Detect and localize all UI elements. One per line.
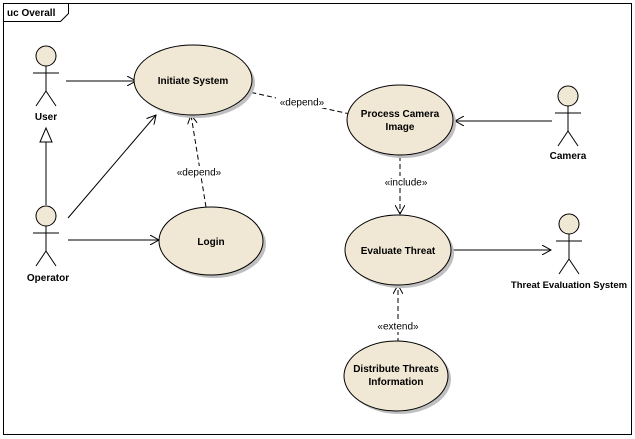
usecase-distribute-label-line1: Distribute Threats	[353, 364, 439, 375]
usecase-process-label-line2: Image	[386, 122, 415, 133]
diagram-frame	[3, 3, 632, 435]
assoc-operator-initiate	[67, 115, 156, 219]
depend-left-label-bg	[173, 166, 225, 178]
frame-title: uc Overall	[7, 8, 56, 19]
usecase-login[interactable]: Login	[158, 206, 266, 278]
actor-user-head	[35, 45, 57, 67]
dependency-login-initiate	[191, 115, 207, 208]
usecase-process-label-line1: Process Camera	[361, 109, 440, 120]
include-label: «include»	[385, 178, 428, 189]
depend-top-label: «depend»	[280, 98, 325, 109]
usecase-initiate-system-label: Initiate System	[158, 76, 229, 87]
actor-user-label: User	[35, 112, 57, 123]
usecase-initiate-system[interactable]: Initiate System	[133, 44, 255, 118]
generalization-arrowhead	[39, 126, 53, 143]
include-label-bg	[381, 176, 431, 188]
actor-tes-head	[558, 213, 580, 235]
usecase-login-label: Login	[197, 237, 224, 248]
usecase-distribute-label-line2: Information	[369, 377, 424, 388]
actor-camera-head	[557, 85, 579, 107]
actor-user[interactable]: User	[33, 45, 59, 123]
actor-tes-label: Threat Evaluation System	[511, 280, 627, 291]
extend-label: «extend»	[377, 322, 419, 333]
usecase-process-camera-image[interactable]: Process Camera Image	[346, 84, 456, 158]
actor-camera[interactable]: Camera	[550, 85, 587, 162]
depend-left-label: «depend»	[177, 168, 222, 179]
extend-label-bg	[374, 320, 422, 332]
actor-threat-evaluation-system[interactable]: Threat Evaluation System	[511, 213, 627, 291]
usecase-distribute-threats[interactable]: Distribute Threats Information	[343, 340, 451, 414]
depend-top-label-bg	[276, 96, 328, 108]
actor-operator[interactable]: Operator	[27, 205, 69, 284]
usecase-evaluate-threat-label: Evaluate Threat	[361, 246, 436, 257]
frame-title-tab	[3, 3, 69, 22]
actor-camera-label: Camera	[550, 151, 587, 162]
usecase-evaluate-threat[interactable]: Evaluate Threat	[344, 214, 454, 288]
actor-operator-label: Operator	[27, 273, 69, 284]
actor-operator-head	[35, 205, 57, 227]
